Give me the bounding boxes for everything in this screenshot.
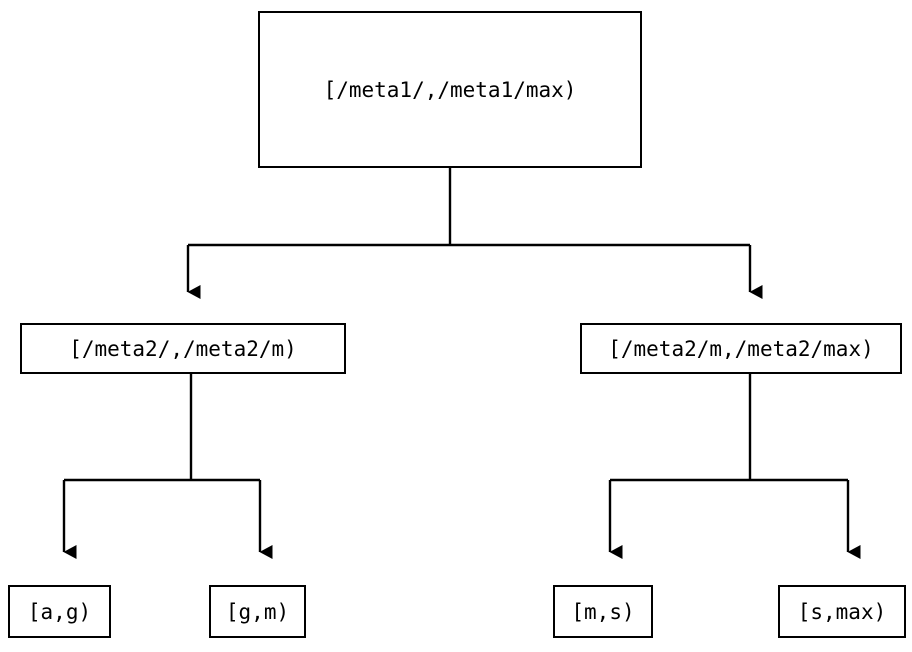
tree-node-leaf-gm-label: [g,m) bbox=[225, 599, 290, 624]
tree-node-meta2-high[interactable]: [/meta2/m,/meta2/max) bbox=[580, 323, 902, 374]
tree-node-leaf-smax[interactable]: [s,max) bbox=[778, 585, 906, 638]
tree-node-meta2-low-label: [/meta2/,/meta2/m) bbox=[69, 336, 297, 361]
edge-meta2low-to-leaves bbox=[62, 374, 273, 559]
tree-node-leaf-ag-label: [a,g) bbox=[27, 599, 92, 624]
tree-node-meta2-high-label: [/meta2/m,/meta2/max) bbox=[608, 336, 874, 361]
tree-node-root[interactable]: [/meta1/,/meta1/max) bbox=[258, 11, 642, 168]
tree-node-leaf-ag[interactable]: [a,g) bbox=[8, 585, 111, 638]
tree-node-root-label: [/meta1/,/meta1/max) bbox=[323, 77, 577, 102]
tree-node-leaf-ms[interactable]: [m,s) bbox=[553, 585, 653, 638]
tree-node-leaf-gm[interactable]: [g,m) bbox=[209, 585, 306, 638]
tree-node-leaf-ms-label: [m,s) bbox=[571, 599, 635, 624]
tree-node-leaf-smax-label: [s,max) bbox=[797, 599, 887, 624]
tree-node-meta2-low[interactable]: [/meta2/,/meta2/m) bbox=[20, 323, 346, 374]
edge-root-to-level1 bbox=[186, 168, 763, 299]
edge-meta2high-to-leaves bbox=[608, 374, 861, 559]
